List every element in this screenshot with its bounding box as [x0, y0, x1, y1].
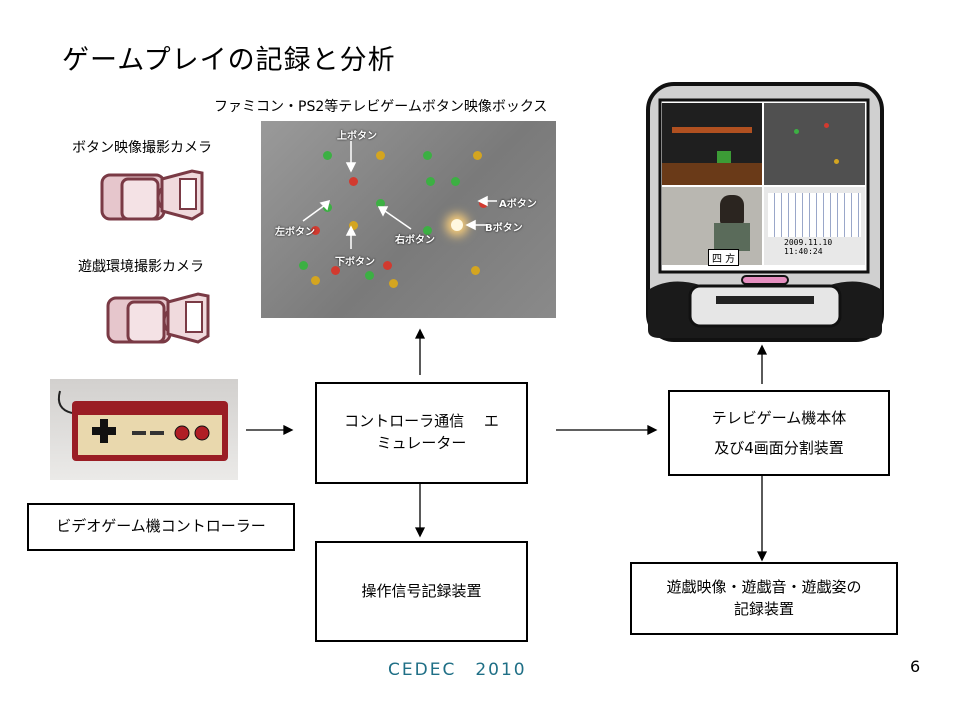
quadrant-signal-graph: 2009.11.10 11:40:24 [764, 187, 865, 265]
led-green [451, 177, 460, 186]
controller-photo [50, 379, 238, 480]
button-camera-label: ボタン映像撮影カメラ [72, 140, 212, 156]
label-arrows [302, 141, 497, 249]
a-button-label: Aボタン [499, 199, 537, 210]
led-yellow [389, 279, 398, 288]
led-red [349, 177, 358, 186]
environment-camera-label: 遊戯環境撮影カメラ [78, 259, 204, 275]
quadrant-button-box [764, 103, 865, 185]
signal-recorder-label: 操作信号記録装置 [361, 581, 482, 600]
name-plate: 四 方 [708, 249, 740, 266]
up-button-label: 上ボタン [337, 131, 377, 142]
controller-label: ビデオゲーム機コントローラー [56, 517, 266, 536]
led-red [331, 266, 340, 275]
av-recorder-label: 遊戯映像・遊戯音・遊戯姿の 記録装置 [666, 577, 862, 618]
led-green [426, 177, 435, 186]
led-yellow [471, 266, 480, 275]
footer-conference: CEDEC 2010 [388, 660, 527, 680]
right-button-label: 右ボタン [395, 235, 435, 246]
led-yellow [473, 151, 482, 160]
controller-icon [57, 390, 228, 461]
quadrant-player-video: 四 方 [662, 187, 762, 266]
emulator-label: コントローラ通信 エ ミュレーター [344, 412, 499, 452]
led-green [376, 199, 385, 208]
led-lit [451, 219, 463, 231]
environment-camera-icon [106, 292, 210, 344]
timestamp: 2009.11.10 11:40:24 [784, 238, 833, 256]
button-camera-icon [100, 169, 204, 221]
tv-game-box: テレビゲーム機本体 及び4画面分割装置 [668, 390, 890, 476]
led-green [299, 261, 308, 270]
emulator-box: コントローラ通信 エ ミュレーター [315, 382, 528, 484]
signal-recorder-box: 操作信号記録装置 [315, 541, 528, 642]
led-green [365, 271, 374, 280]
page-number: 6 [910, 657, 921, 676]
button-box-caption: ファミコン・PS2等テレビゲームボタン映像ボックス [214, 99, 548, 115]
slide-title: ゲームプレイの記録と分析 [62, 45, 396, 76]
tv-game-label: テレビゲーム機本体 及び4画面分割装置 [711, 409, 847, 457]
led-red [383, 261, 392, 270]
led-green [423, 226, 432, 235]
led-green [423, 151, 432, 160]
led-green [323, 151, 332, 160]
led-yellow [349, 221, 358, 230]
b-button-label: Bボタン [485, 223, 523, 234]
led-yellow [376, 151, 385, 160]
led-red [311, 226, 320, 235]
led-yellow [311, 276, 320, 285]
left-button-label: 左ボタン [275, 227, 315, 238]
av-recorder-box: 遊戯映像・遊戯音・遊戯姿の 記録装置 [630, 562, 898, 635]
down-button-label: 下ボタン [335, 257, 375, 268]
button-box-photo: 上ボタン Aボタン Bボタン 左ボタン 右ボタン 下ボタン [261, 121, 556, 318]
quadrant-game-screen [662, 103, 762, 185]
controller-label-box: ビデオゲーム機コントローラー [27, 503, 295, 551]
